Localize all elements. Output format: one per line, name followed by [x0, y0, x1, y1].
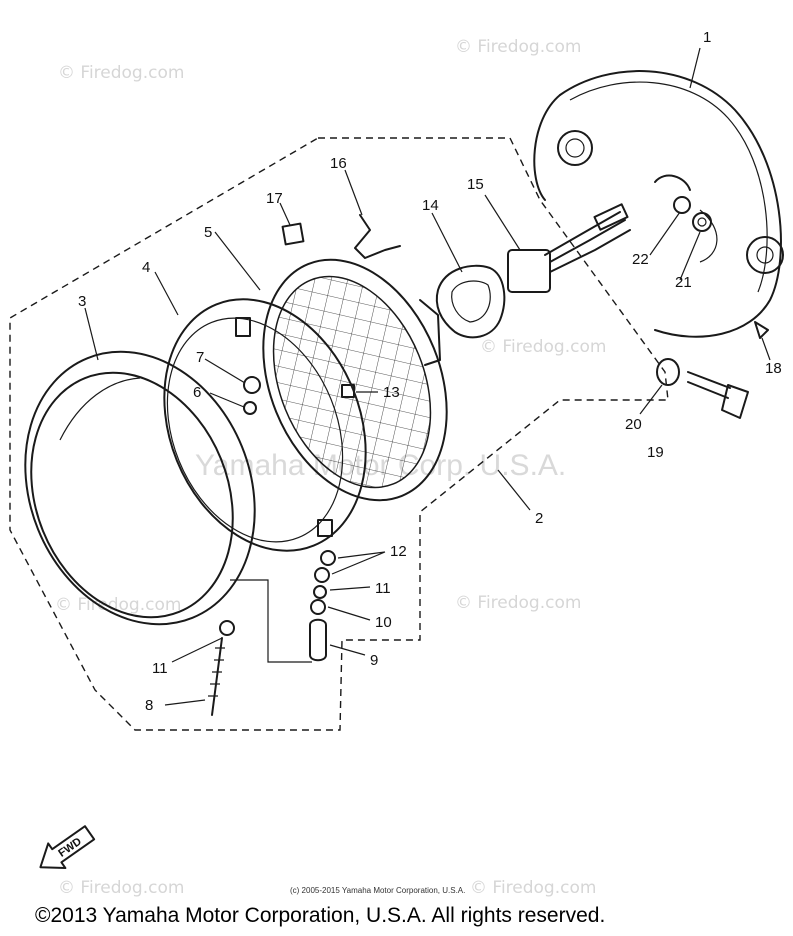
adjusting-bolt — [208, 620, 235, 716]
mount-bolt — [687, 371, 749, 419]
mount-washer — [656, 358, 680, 386]
bulb-socket — [507, 203, 631, 293]
fine-print: (c) 2005-2015 Yamaha Motor Corporation, … — [290, 886, 465, 895]
leader-lines — [84, 47, 771, 706]
label-part-12: 12 — [390, 543, 407, 560]
nut-washer-stack — [310, 550, 336, 615]
firedog-watermark: © Firedog.com — [55, 595, 181, 615]
label-part-4: 4 — [142, 259, 150, 276]
lens-unit — [262, 258, 448, 502]
copyright-notice: ©2013 Yamaha Motor Corporation, U.S.A. A… — [35, 904, 605, 927]
label-part-5: 5 — [204, 224, 212, 241]
label-part-8: 8 — [145, 697, 153, 714]
firedog-watermark: © Firedog.com — [58, 63, 184, 83]
rubber-boot — [435, 264, 506, 339]
label-part-13: 13 — [383, 384, 400, 401]
firedog-watermark: © Firedog.com — [455, 37, 581, 57]
firedog-watermark: © Firedog.com — [480, 337, 606, 357]
label-part-20: 20 — [625, 416, 642, 433]
spacer-collar — [309, 618, 327, 662]
label-part-17: 17 — [266, 190, 283, 207]
label-part-15: 15 — [467, 176, 484, 193]
part-labels: 1 2 3 4 5 6 7 8 9 10 11 11 12 13 14 15 1… — [78, 29, 782, 714]
bracket-line — [230, 579, 312, 663]
label-part-10: 10 — [375, 614, 392, 631]
housing-grommet — [673, 196, 712, 232]
spring-clip — [354, 214, 401, 259]
label-part-16: 16 — [330, 155, 347, 172]
label-part-3: 3 — [78, 293, 86, 310]
label-part-1: 1 — [703, 29, 711, 46]
small-screw — [754, 321, 769, 339]
label-part-9: 9 — [370, 652, 378, 669]
fwd-arrow: FWD — [39, 825, 96, 870]
lens-clip — [341, 384, 355, 398]
label-part-11-stack: 11 — [375, 580, 391, 597]
label-part-19: 19 — [647, 444, 664, 461]
firedog-watermark: © Firedog.com — [58, 878, 184, 898]
rim-screw — [243, 376, 261, 415]
small-bulb-holder — [281, 222, 305, 246]
label-part-14: 14 — [422, 197, 439, 214]
outer-rim — [24, 350, 256, 626]
firedog-watermark: © Firedog.com — [470, 878, 596, 898]
label-part-22: 22 — [632, 251, 649, 268]
label-part-7: 7 — [196, 349, 204, 366]
firedog-watermark: © Firedog.com — [455, 593, 581, 613]
label-part-18: 18 — [765, 360, 782, 377]
label-part-11-bolt: 11 — [152, 660, 168, 677]
headlight-housing — [533, 70, 784, 338]
assembly-boundary — [9, 137, 669, 731]
label-part-21: 21 — [675, 274, 692, 291]
label-part-6: 6 — [193, 384, 201, 401]
label-part-2: 2 — [535, 510, 543, 527]
